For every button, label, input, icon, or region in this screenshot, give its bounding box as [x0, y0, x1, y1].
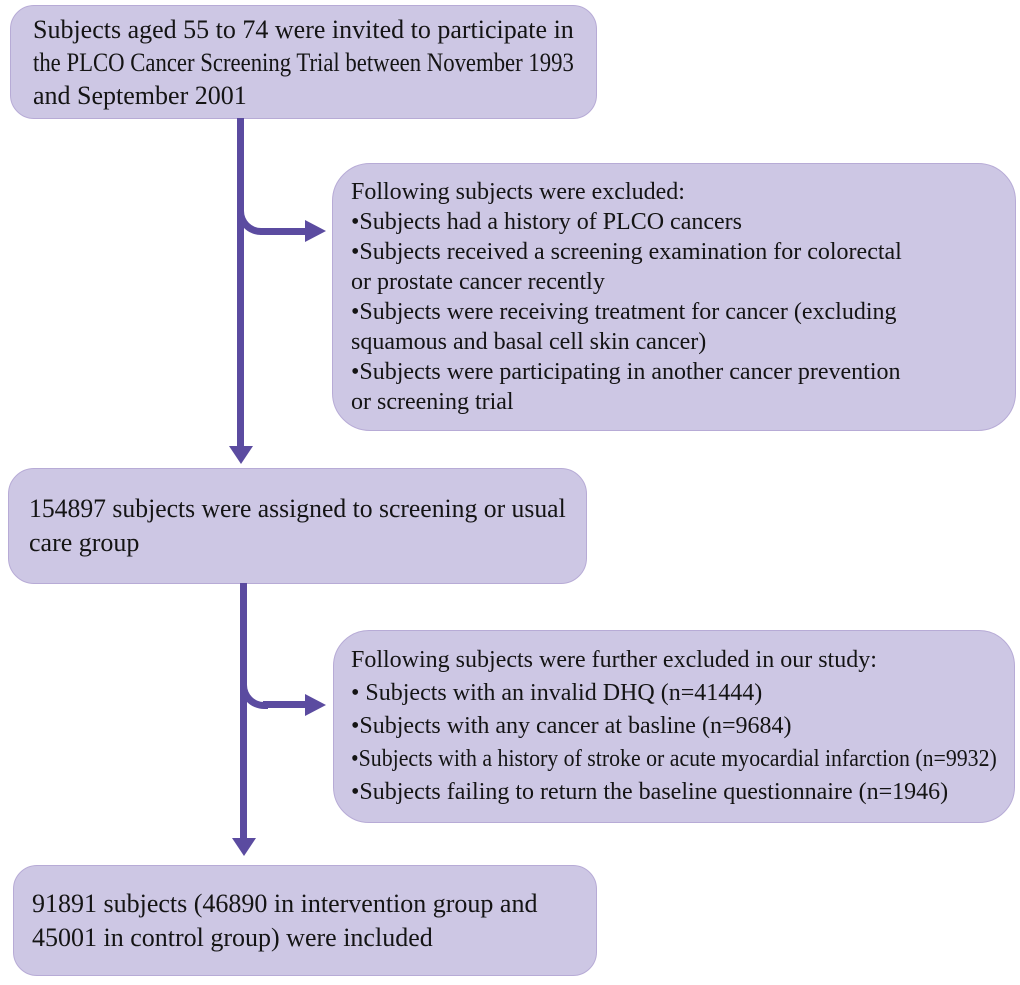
box-exclusions-first: Following subjects were excluded: •Subje…	[332, 163, 1016, 431]
text-line: • Subjects with an invalid DHQ (n=41444)	[351, 680, 763, 706]
text-line: •Subjects were participating in another …	[351, 359, 901, 385]
arrow-branch-1-elbow	[237, 198, 265, 235]
arrow-branch-2-head-icon	[305, 694, 326, 716]
text-line: or prostate cancer recently	[351, 269, 605, 295]
text-line: •Subjects had a history of PLCO cancers	[351, 209, 742, 235]
text-line: Subjects aged 55 to 74 were invited to p…	[33, 14, 574, 44]
arrow-branch-1-line	[260, 228, 305, 235]
text-line: and September 2001	[33, 80, 247, 110]
text-line: squamous and basal cell skin cancer)	[351, 329, 707, 355]
text-line: care group	[29, 528, 140, 557]
text-line: •Subjects failing to return the baseline…	[351, 779, 949, 805]
text-line: •Subjects were receiving treatment for c…	[351, 299, 897, 325]
arrow-down-2-line	[240, 583, 247, 840]
arrow-branch-2-line	[263, 701, 305, 708]
text-line: the PLCO Cancer Screening Trial between …	[33, 47, 574, 77]
text-line: •Subjects received a screening examinati…	[351, 239, 902, 265]
box-subjects-included: 91891 subjects (46890 in intervention gr…	[13, 865, 597, 976]
text-line: •Subjects with any cancer at basline (n=…	[351, 713, 792, 739]
arrow-down-1-line	[237, 118, 244, 448]
arrow-branch-1-head-icon	[305, 220, 326, 242]
text-line: Following subjects were further excluded…	[351, 647, 877, 673]
box-exclusions-second: Following subjects were further excluded…	[333, 630, 1015, 823]
box-subjects-assigned: 154897 subjects were assigned to screeni…	[8, 468, 587, 584]
arrow-down-2-head-icon	[232, 838, 256, 856]
arrow-down-1-head-icon	[229, 446, 253, 464]
text-line: Following subjects were excluded:	[351, 179, 685, 205]
text-line: or screening trial	[351, 389, 514, 415]
text-line: 91891 subjects (46890 in intervention gr…	[32, 888, 538, 918]
text-line: 45001 in control group) were included	[32, 922, 433, 952]
text-line: 154897 subjects were assigned to screeni…	[29, 494, 566, 523]
text-line: •Subjects with a history of stroke or ac…	[351, 746, 997, 772]
box-subjects-invited: Subjects aged 55 to 74 were invited to p…	[10, 5, 597, 119]
arrow-branch-2-elbow	[240, 672, 268, 709]
